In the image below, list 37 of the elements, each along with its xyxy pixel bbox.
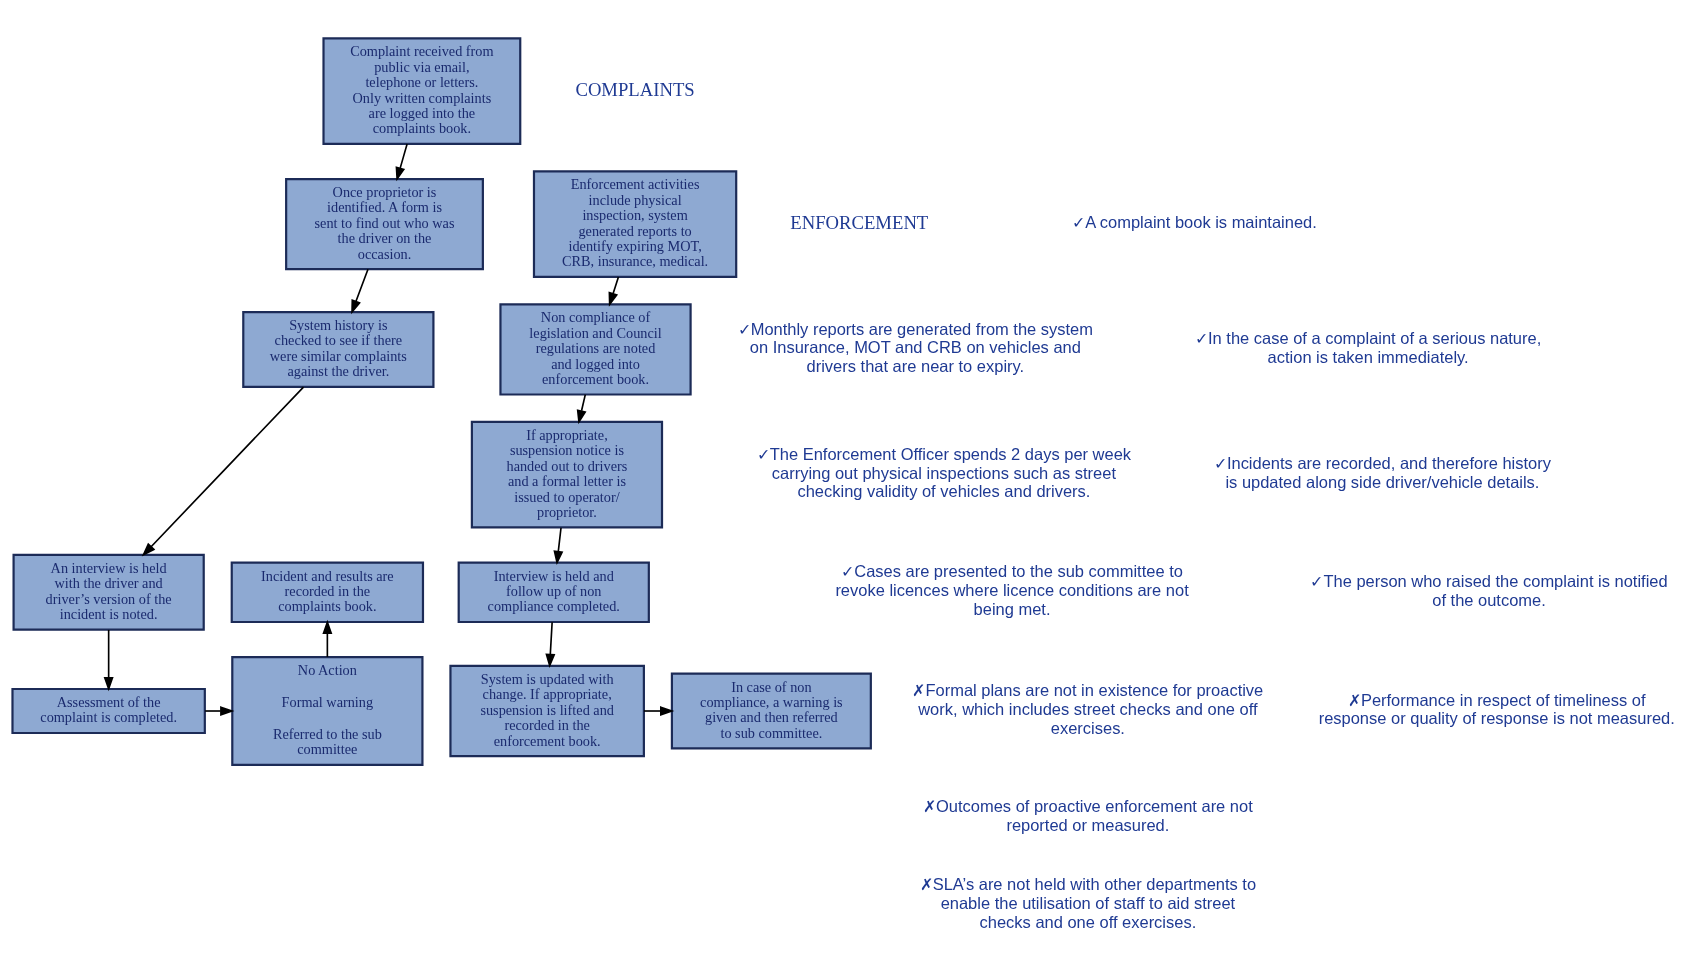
label: ✓The Enforcement Officer spends 2 days per week carrying out physical inspections such as street checking validity of vehicles and drivers. bbox=[756, 444, 1132, 501]
label: ✓Monthly reports are generated from the system on Insurance, MOT and CRB on vehicles and drivers that are near to expiry. bbox=[737, 319, 1094, 375]
node-box: No Action Formal warning Referred to the sub committee bbox=[231, 656, 424, 766]
label: COMPLAINTS bbox=[575, 78, 695, 100]
node-box: In case of non compliance, a warning is given and then referred to sub committee. bbox=[670, 672, 872, 750]
label: ✗SLA’s are not held with other departments to enable the utilisation of staff to aid street checks and one off exercises. bbox=[919, 875, 1257, 931]
node-box: If appropriate, suspension notice is handed out to drivers and a formal letter is issued to operator/ proprietor. bbox=[470, 420, 664, 529]
node-box: Complaint received from public via email, telephone or letters. Only written complaints are logged into the complaints book. bbox=[322, 37, 522, 145]
arrow bbox=[351, 268, 369, 315]
label: ✓A complaint book is maintained. bbox=[1072, 212, 1317, 231]
label: ENFORCEMENT bbox=[790, 211, 929, 233]
node-box: Once proprietor is identified. A form is sent to find out who was the driver on the occasion. bbox=[285, 177, 484, 271]
arrow bbox=[395, 143, 408, 182]
node-box: Non compliance of legislation and Council regulations are noted and logged into enforcement book. bbox=[499, 303, 692, 396]
arrow bbox=[322, 619, 333, 658]
label: ✓Incidents are recorded, and therefore history is updated along side driver/vehicle details. bbox=[1213, 454, 1551, 491]
node-box: Incident and results are recorded in the complaints book. bbox=[230, 561, 425, 624]
arrow bbox=[643, 706, 675, 716]
arrow bbox=[608, 276, 620, 307]
node-box: System history is checked to see if there were similar complaints against the driver. bbox=[242, 310, 435, 388]
node-box: Enforcement activities include physical inspection, system generated reports to identify expiring MOT, CRB, insurance, medical. bbox=[532, 170, 738, 278]
arrow bbox=[204, 706, 235, 716]
node-box: An interview is held with the driver and driver’s version of the incident is noted. bbox=[12, 553, 205, 631]
arrow bbox=[553, 526, 564, 566]
arrow bbox=[103, 629, 114, 692]
label: ✓In the case of a complaint of a serious nature, action is taken immediately. bbox=[1195, 328, 1542, 366]
label: ✓The person who raised the complaint is notified of the outcome. bbox=[1310, 571, 1668, 609]
label: ✓Cases are presented to the sub committee to revoke licences where licence conditions are not being met. bbox=[835, 562, 1189, 618]
node-box: System is updated with change. If appropriate, suspension is lifted and recorded in the enforcement book. bbox=[449, 664, 645, 758]
arrow bbox=[545, 621, 556, 669]
node-box: Interview is held and follow up of non compliance completed. bbox=[457, 561, 650, 624]
label: ✗Outcomes of proactive enforcement are not reported or measured. bbox=[923, 797, 1253, 834]
node-box: Assessment of the complaint is completed. bbox=[11, 687, 206, 735]
label: ✗Formal plans are not in existence for proactive work, which includes street checks and one off exercises. bbox=[912, 681, 1264, 737]
arrow bbox=[141, 386, 305, 557]
arrow bbox=[576, 393, 587, 425]
label: ✗Performance in respect of timeliness of response or quality of response is not measured. bbox=[1318, 690, 1675, 728]
